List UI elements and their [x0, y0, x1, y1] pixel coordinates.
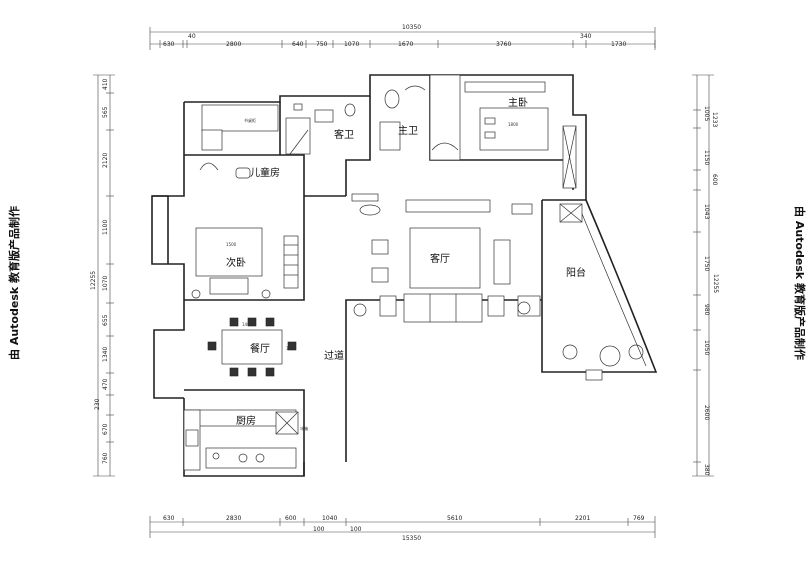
master-bedroom-furniture: 1800: [464, 81, 577, 189]
balcony-furniture: [559, 203, 644, 381]
bottom-small-2: 100: [350, 526, 362, 533]
master-bed-width: 1800: [508, 122, 519, 127]
right-dim-7: 980: [703, 304, 710, 316]
room-label-corridor: 过道: [324, 349, 344, 362]
left-dimension-chain: 410 565 2120 1100 1070 655 1340 470 230 …: [90, 74, 115, 477]
room-label-master-bedroom: 主卧: [508, 96, 528, 109]
right-dim-3: 1150: [703, 150, 710, 165]
left-dim-10: 670: [102, 423, 109, 435]
bottom-dim-2: 2830: [226, 515, 241, 522]
right-dimension-chain: 1005 1233 1150 600 1043 1750 980 1050 26…: [692, 74, 719, 477]
right-dim-10: 380: [703, 464, 710, 476]
bottom-small-1: 100: [313, 526, 325, 533]
room-label-balcony: 阳台: [566, 266, 586, 279]
top-dim-2: 40: [188, 33, 196, 40]
children-room-furniture: 书桌柜: [199, 104, 279, 179]
top-dim-5: 750: [316, 41, 328, 48]
left-dim-2: 565: [102, 106, 109, 118]
top-dim-8: 3760: [496, 41, 511, 48]
second-bedroom-furniture: 1500: [191, 227, 299, 299]
right-ticks: [693, 109, 701, 463]
right-dim-8: 1050: [703, 340, 710, 355]
top-dim-9: 340: [580, 33, 592, 40]
room-labels: 儿童房 客卫 主卫 主卧 次卧 客厅 阳台 餐厅 过道 厨房: [226, 96, 586, 427]
left-dim-11: 760: [102, 452, 109, 464]
left-total-dim: 12255: [90, 271, 97, 290]
right-dim-5: 1043: [703, 204, 710, 219]
room-label-second-bedroom: 次卧: [226, 256, 246, 269]
bottom-dim-1: 630: [163, 515, 175, 522]
left-dim-8: 470: [102, 378, 109, 390]
top-ticks: [159, 40, 656, 48]
room-label-guest-bath: 客卫: [334, 128, 354, 141]
watermark-left: 由 Autodesk 教育版产品制作: [8, 205, 21, 361]
fridge-label: 冰箱: [300, 425, 308, 431]
second-bed-width: 1500: [226, 242, 237, 247]
room-label-kitchen: 厨房: [236, 414, 256, 427]
top-total-dim: 10350: [402, 24, 421, 31]
left-dim-1: 410: [102, 78, 109, 90]
left-ticks: [106, 92, 114, 443]
top-dim-4: 640: [292, 41, 304, 48]
master-bath-fixtures: [379, 74, 461, 161]
right-dim-4: 600: [711, 174, 718, 186]
room-label-living: 客厅: [430, 252, 450, 265]
children-desk-label: 书桌柜: [244, 117, 256, 123]
top-dimension-chain: 10350 630 40 2800 640 750 1070 1670 3760…: [149, 24, 656, 50]
top-dim-1: 630: [163, 41, 175, 48]
top-dim-7: 1670: [398, 41, 413, 48]
right-dim-6: 1750: [703, 256, 710, 271]
watermark-right: 由 Autodesk 教育版产品制作: [793, 205, 806, 361]
top-dim-10: 1730: [611, 41, 626, 48]
left-dim-5: 1070: [102, 276, 109, 291]
dining-furniture: 1400 1000: [207, 317, 297, 377]
bottom-dimension-chain: 630 2830 600 1040 5610 2201 769 100 100 …: [149, 515, 656, 542]
bottom-total-dim: 15350: [402, 535, 421, 542]
right-total-dim: 12255: [712, 274, 719, 293]
room-label-children: 儿童房: [250, 166, 280, 179]
left-dim-9: 230: [94, 398, 101, 410]
left-dim-3: 2120: [102, 153, 109, 168]
left-dim-4: 1100: [102, 220, 109, 235]
bottom-dim-7: 769: [633, 515, 645, 522]
right-dim-2: 1233: [711, 112, 718, 127]
bottom-ticks: [182, 518, 629, 526]
right-dim-1: 1005: [703, 106, 710, 121]
left-dim-6: 655: [102, 314, 109, 326]
living-room-furniture: [351, 193, 541, 323]
room-label-master-bath: 主卫: [398, 125, 418, 137]
left-dim-7: 1340: [102, 347, 109, 362]
dining-table-dim: 1400: [242, 322, 253, 327]
room-label-dining: 餐厅: [250, 342, 270, 355]
bottom-dim-5: 5610: [447, 515, 462, 522]
guest-bath-fixtures: [285, 103, 356, 155]
top-dim-6: 1070: [344, 41, 359, 48]
kitchen-furniture: 冰箱: [183, 409, 308, 471]
bottom-dim-3: 600: [285, 515, 297, 522]
bottom-dim-6: 2201: [575, 515, 590, 522]
top-dim-3: 2800: [226, 41, 241, 48]
right-dim-9: 2600: [703, 405, 710, 420]
bottom-dim-4: 1040: [322, 515, 337, 522]
